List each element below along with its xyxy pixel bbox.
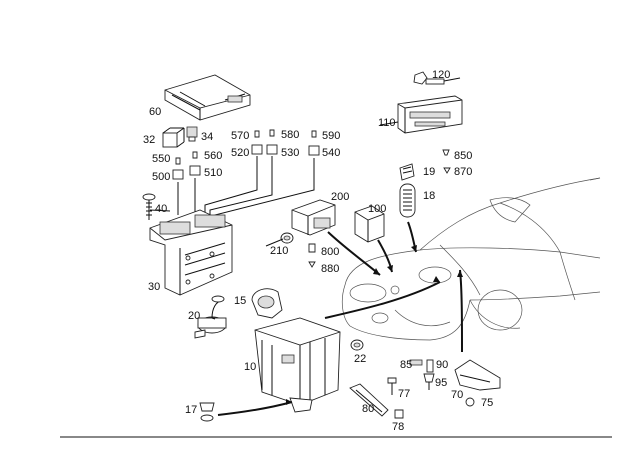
car-outline: [341, 177, 601, 341]
relay-32: [162, 127, 185, 148]
grommet-22: [350, 339, 364, 351]
callout-32: 32: [143, 134, 156, 146]
callout-80: 80: [362, 403, 375, 415]
bracket-70: [454, 359, 501, 407]
callout-85: 85: [400, 359, 413, 371]
callout-550: 550: [152, 153, 171, 165]
callout-22: 22: [354, 353, 367, 365]
callout-10: 10: [244, 361, 257, 373]
screw-120: [413, 71, 461, 85]
callout-20: 20: [188, 310, 201, 322]
box-10: [254, 317, 341, 413]
callout-200: 200: [331, 191, 350, 203]
callout-30: 30: [148, 281, 161, 293]
fuses: [172, 129, 320, 228]
callout-110: 110: [378, 117, 396, 129]
callout-77: 77: [398, 388, 411, 400]
callout-850: 850: [454, 150, 473, 162]
callout-100: 100: [368, 203, 387, 215]
callout-78: 78: [392, 421, 405, 433]
callout-510: 510: [204, 167, 223, 179]
fuse-box-30: [149, 209, 233, 296]
callout-520: 520: [231, 147, 250, 159]
callout-17: 17: [185, 404, 198, 416]
housing-15: [251, 288, 283, 319]
parts-85-95: [409, 359, 435, 390]
control-unit-60: [164, 74, 251, 121]
callout-75: 75: [481, 397, 494, 409]
bracket-80: [349, 383, 389, 417]
callout-800: 800: [321, 246, 340, 258]
callout-500: 500: [152, 171, 171, 183]
callout-40: 40: [155, 203, 168, 215]
module-100: [354, 205, 385, 243]
cover-19: [399, 163, 415, 181]
callout-580: 580: [281, 129, 300, 141]
grommet-210: [280, 232, 294, 244]
module-110: [379, 95, 463, 134]
bracket-200: [291, 199, 336, 236]
callout-530: 530: [281, 147, 300, 159]
relay-34: [186, 126, 198, 142]
filter-18: [399, 183, 416, 218]
screw-40: [142, 193, 156, 220]
fuse-800-880: [308, 243, 316, 268]
callout-95: 95: [435, 377, 448, 389]
cap-17: [199, 402, 215, 422]
callout-210: 210: [270, 245, 289, 257]
callout-590: 590: [322, 130, 341, 142]
pointer-arrows: [217, 221, 463, 416]
callout-870: 870: [454, 166, 473, 178]
callout-90: 90: [436, 359, 449, 371]
callout-560: 560: [204, 150, 223, 162]
callout-70: 70: [451, 389, 464, 401]
pump-20: [194, 295, 227, 339]
callout-120: 120: [432, 69, 451, 81]
clip-850-870: [442, 149, 451, 174]
bolt-77: [387, 377, 397, 395]
callout-60: 60: [149, 106, 162, 118]
callout-540: 540: [322, 147, 341, 159]
callout-880: 880: [321, 263, 340, 275]
callout-34: 34: [201, 131, 214, 143]
callout-570: 570: [231, 130, 250, 142]
callout-19: 19: [423, 166, 436, 178]
callout-15: 15: [234, 295, 247, 307]
callout-18: 18: [423, 190, 436, 202]
nut-78: [394, 409, 404, 419]
leader-lines: [149, 209, 284, 320]
